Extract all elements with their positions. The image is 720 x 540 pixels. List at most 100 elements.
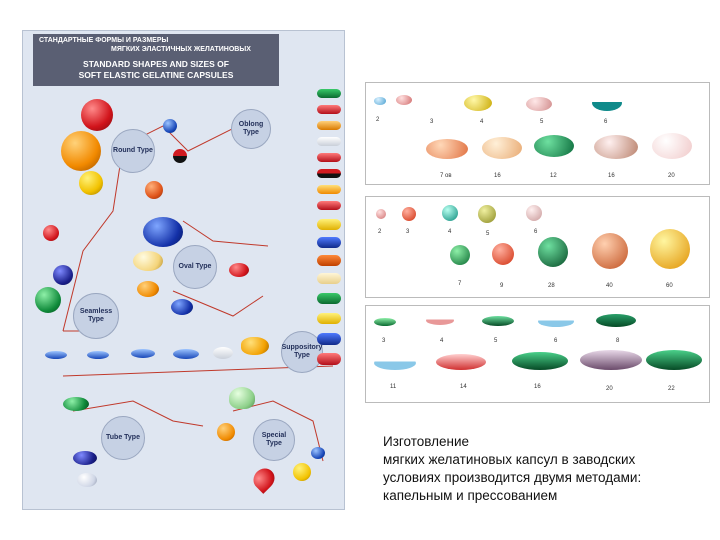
size-label: 16 — [494, 173, 501, 179]
size-label: 9 — [500, 283, 504, 289]
oblong-capsule — [317, 185, 341, 194]
oval-capsule-dark-blue — [171, 299, 193, 315]
special-capsule-blue-heart — [311, 447, 325, 459]
capsule-photo — [538, 316, 574, 327]
size-label: 20 — [668, 173, 675, 179]
capsule-photo — [580, 350, 642, 370]
size-label: 3 — [406, 229, 410, 235]
oblong-capsule — [317, 121, 341, 130]
size-label: 20 — [606, 386, 613, 392]
oblong-capsule — [317, 153, 341, 162]
capsule-photo — [426, 139, 468, 159]
oblong-capsule — [317, 353, 341, 365]
oblong-capsule — [317, 293, 341, 304]
capsule-photo — [442, 205, 458, 221]
description-text: Изготовление мягких желатиновых капсул в… — [383, 434, 642, 503]
capsule-photo — [596, 314, 636, 327]
size-label: 6 — [534, 229, 538, 235]
capsule-photo — [592, 95, 622, 111]
oval-type-bubble: Oval Type — [173, 245, 217, 289]
size-label: 4 — [440, 338, 444, 344]
capsule-photo — [526, 205, 542, 221]
oblong-capsule — [317, 255, 341, 266]
capsule-photo — [374, 356, 416, 370]
capsule-photo — [492, 243, 514, 265]
oblong-capsule-column — [291, 75, 343, 507]
poster-title-ru: СТАНДАРТНЫЕ ФОРМЫ И РАЗМЕРЫ МЯГКИХ ЭЛАСТ… — [39, 37, 251, 53]
round-capsule-large — [81, 99, 113, 131]
poster-header: СТАНДАРТНЫЕ ФОРМЫ И РАЗМЕРЫ МЯГКИХ ЭЛАСТ… — [33, 34, 279, 86]
special-capsule-orange-star — [217, 423, 235, 441]
tube-type-bubble: Tube Type — [101, 416, 145, 460]
oblong-capsule — [317, 89, 341, 98]
capsule-photo — [482, 316, 514, 326]
size-label: 6 — [554, 338, 558, 344]
capsule-photo — [512, 352, 568, 370]
oblong-capsule — [317, 237, 341, 248]
suppository-capsule — [131, 349, 155, 358]
tube-capsule-clear — [77, 473, 97, 487]
suppository-capsule — [87, 351, 109, 359]
capsule-photo — [592, 233, 628, 269]
oblong-capsule — [317, 105, 341, 114]
capsule-photo — [426, 316, 454, 325]
suppository-capsule — [45, 351, 67, 359]
size-label: 5 — [486, 231, 490, 237]
oblong-capsule — [317, 201, 341, 210]
oblong-capsule — [317, 333, 341, 345]
seamless-capsule-red — [43, 225, 59, 241]
capsule-photo — [464, 95, 492, 111]
round-capsule-small-orange — [145, 181, 163, 199]
size-label: 16 — [534, 384, 541, 390]
suppository-capsule-orange — [241, 337, 269, 355]
oblong-capsule — [317, 219, 341, 230]
size-label: 4 — [448, 229, 452, 235]
capsule-photo — [652, 133, 692, 159]
oval-capsule-orange — [137, 281, 159, 297]
capsule-photo — [646, 350, 702, 370]
capsule-photo — [478, 205, 496, 223]
oblong-capsule — [317, 137, 341, 146]
special-capsule-star — [293, 463, 311, 481]
size-label: 16 — [608, 173, 615, 179]
capsule-photo — [376, 209, 386, 219]
special-capsule-shell — [229, 387, 255, 409]
size-label: 60 — [666, 283, 673, 289]
size-label: 8 — [616, 338, 620, 344]
size-label: 14 — [460, 384, 467, 390]
round-capsule-blue — [163, 119, 177, 133]
size-label: 6 — [604, 119, 608, 125]
suppository-type-bubble: Suppository Type — [281, 331, 323, 373]
seamless-capsule-green — [35, 287, 61, 313]
capsule-photo — [450, 245, 470, 265]
tube-capsule-navy — [73, 451, 97, 465]
capsule-poster: СТАНДАРТНЫЕ ФОРМЫ И РАЗМЕРЫ МЯГКИХ ЭЛАСТ… — [22, 30, 345, 510]
capsule-photo — [594, 135, 638, 159]
capsule-photo — [650, 229, 690, 269]
tube-capsule-green — [63, 397, 89, 411]
size-label: 11 — [390, 384, 397, 390]
size-label: 40 — [606, 283, 613, 289]
size-label: 2 — [376, 117, 380, 123]
suppository-capsule — [173, 349, 199, 359]
seamless-capsule-navy — [53, 265, 73, 285]
capsule-photo — [402, 207, 416, 221]
size-label: 5 — [540, 119, 544, 125]
oblong-capsule — [317, 313, 341, 324]
size-label: 22 — [668, 386, 675, 392]
size-label: 5 — [494, 338, 498, 344]
size-label: 4 — [480, 119, 484, 125]
capsule-photo — [374, 97, 386, 105]
capsule-photo — [526, 97, 552, 111]
capsule-photo — [538, 237, 568, 267]
capsule-photo — [396, 95, 412, 105]
capsule-photo — [374, 318, 396, 326]
seamless-type-bubble: Seamless Type — [73, 293, 119, 339]
capsule-photo — [534, 135, 574, 157]
round-capsule-red-black — [173, 149, 187, 163]
photo-panel-3: 3 4 5 6 8 11 14 16 20 22 — [365, 305, 710, 403]
oblong-capsule — [317, 273, 341, 284]
size-label: 12 — [550, 173, 557, 179]
round-capsule-yellow — [79, 171, 103, 195]
capsule-photo — [482, 137, 522, 159]
